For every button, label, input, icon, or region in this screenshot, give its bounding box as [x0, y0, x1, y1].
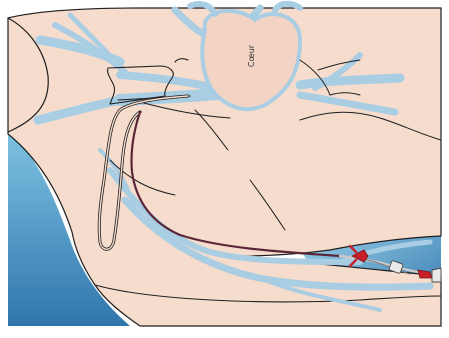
end-cap — [432, 268, 441, 282]
heart-label: Cœur — [247, 44, 256, 67]
